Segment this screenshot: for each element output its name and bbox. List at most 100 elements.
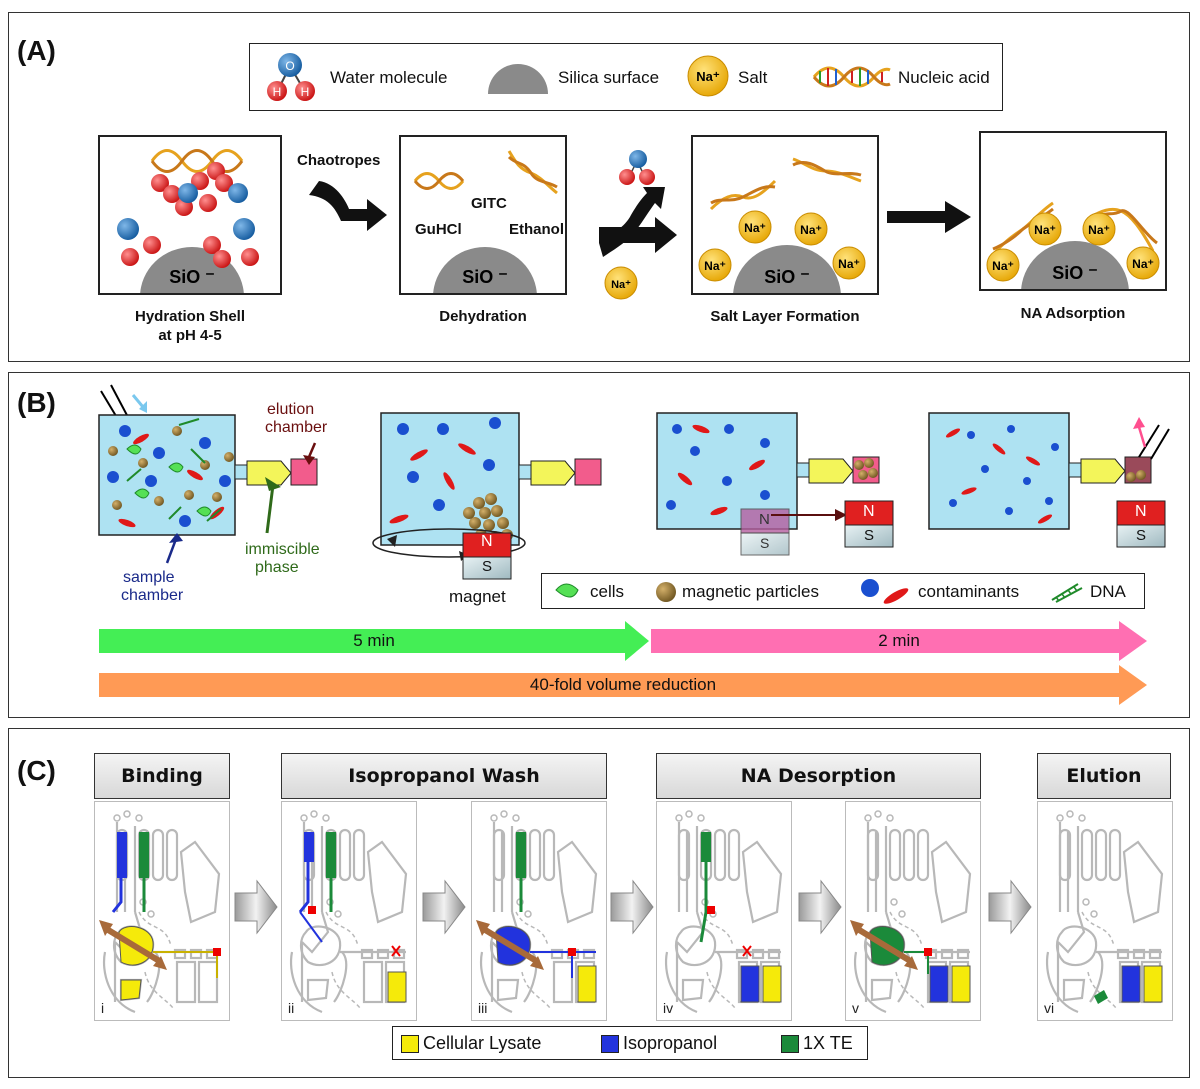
- legend-water-label: Water molecule: [330, 68, 448, 87]
- magnet-n-label-2: N: [481, 533, 493, 550]
- caption-hydration-2: at pH 4-5: [158, 327, 222, 344]
- chip-step-i: i: [94, 801, 230, 1021]
- svg-text:Na⁺: Na⁺: [704, 259, 726, 273]
- elution-chamber-label-2: chamber: [265, 419, 328, 436]
- svg-text:Na⁺: Na⁺: [744, 221, 766, 235]
- chip-i-svg: [99, 810, 221, 1014]
- caption-hydration-1: Hydration Shell: [134, 308, 246, 325]
- salt-layer-box: SiO ⁻ Na⁺ Na⁺ Na⁺ Na⁺: [691, 135, 879, 295]
- stage1-chamber: [98, 414, 318, 564]
- magnet-s-label-3: S: [760, 535, 770, 551]
- magnet-s-label-4: S: [1136, 527, 1147, 544]
- legend-silica-label: Silica surface: [558, 68, 660, 87]
- chip-step-iii: iii: [471, 801, 607, 1021]
- step-iii-label: iii: [478, 1000, 488, 1016]
- step-arrow-icon-4: [798, 879, 842, 935]
- water-release-arrow-icon: Na⁺: [599, 150, 677, 300]
- stage3-chamber: [656, 412, 894, 556]
- panel-a: (A) O H H Water molecule Silica surface …: [8, 12, 1190, 362]
- lysate-swatch-icon: [401, 1035, 419, 1053]
- header-na-desorption: NA Desorption: [656, 753, 981, 799]
- magnet-s-label-3b: S: [864, 527, 875, 544]
- adsorption-arrow-icon: [887, 201, 971, 233]
- sample-chamber-label-2: chamber: [121, 587, 184, 604]
- dehydration-scene: SiO ⁻: [413, 150, 558, 293]
- chip-ii-svg: [290, 810, 408, 1014]
- panel-c-legend: Cellular Lysate Isopropanol 1X TE: [392, 1026, 868, 1060]
- legend-te-label: 1X TE: [803, 1033, 853, 1053]
- sample-chamber-label-1: sample: [123, 569, 175, 586]
- te-swatch-icon: [781, 1035, 799, 1053]
- panel-a-label: (A): [17, 35, 56, 66]
- step-arrow-icon-3: [610, 879, 654, 935]
- magnet-s-label-2: S: [482, 558, 493, 575]
- legend-contaminants-label: contaminants: [918, 582, 1020, 601]
- svg-text:Na⁺: Na⁺: [1132, 257, 1154, 271]
- legend-salt-label: Salt: [738, 68, 768, 87]
- legend-cells-label: cells: [590, 582, 625, 601]
- step-iv-label: iv: [663, 1000, 674, 1016]
- step-i-label: i: [101, 1000, 105, 1016]
- dehydration-box: SiO ⁻ GITC GuHCl Ethanol: [399, 135, 567, 295]
- bar-2min-label: 2 min: [878, 631, 920, 650]
- magnet-label: magnet: [449, 587, 506, 606]
- chip-step-iv: iv: [656, 801, 792, 1021]
- panel-b: (B): [8, 372, 1190, 718]
- svg-text:Na⁺: Na⁺: [1034, 223, 1056, 237]
- stage2-chamber: [372, 412, 602, 580]
- salt-icon: Na⁺: [687, 55, 729, 97]
- header-binding: Binding: [94, 753, 230, 799]
- legend-lysate-label: Cellular Lysate: [423, 1033, 542, 1053]
- caption-dehydration: Dehydration: [439, 308, 527, 325]
- step-ii-label: ii: [288, 1000, 295, 1016]
- chip-v-svg: [850, 810, 972, 1014]
- nucleic-acid-icon: [812, 66, 891, 88]
- svg-text:Na⁺: Na⁺: [838, 257, 860, 271]
- salt-layer-scene: SiO ⁻ Na⁺ Na⁺ Na⁺ Na⁺: [698, 157, 866, 293]
- magnet-n-label-3b: N: [863, 503, 875, 520]
- adsorption-scene: SiO ⁻ Na⁺ Na⁺ Na⁺ Na⁺: [986, 201, 1160, 289]
- magnetic-extraction-diagram: [98, 384, 1170, 580]
- gitc-label: GITC: [471, 195, 507, 212]
- immiscible-phase-label-2: phase: [255, 559, 299, 576]
- cells-icon: [555, 583, 579, 598]
- header-elution: Elution: [1037, 753, 1171, 799]
- magnetic-particle-icon: [656, 582, 676, 602]
- panel-a-legend: O H H Water molecule Silica surface Na⁺ …: [249, 43, 1003, 111]
- step-arrow-icon-5: [988, 879, 1032, 935]
- chip-vi-svg: [1046, 810, 1164, 1014]
- magnet-n-label-3: N: [759, 511, 770, 528]
- svg-text:SiO ⁻: SiO ⁻: [764, 267, 810, 287]
- isopropanol-swatch-icon: [601, 1035, 619, 1053]
- legend-isopropanol-label: Isopropanol: [623, 1033, 718, 1053]
- pipette-icon: [100, 384, 147, 422]
- svg-text:Na⁺: Na⁺: [1088, 223, 1110, 237]
- magnet-n-label-4: N: [1135, 503, 1147, 520]
- chip-step-ii: ii: [281, 801, 417, 1021]
- header-isopropanol-wash: Isopropanol Wash: [281, 753, 607, 799]
- svg-text:O: O: [285, 59, 294, 73]
- legend-dna-label: DNA: [1090, 582, 1126, 601]
- legend-nucleic-label: Nucleic acid: [898, 68, 990, 87]
- svg-text:H: H: [273, 85, 282, 99]
- chaotropes-label: Chaotropes: [297, 152, 381, 169]
- ethanol-label: Ethanol: [509, 221, 564, 238]
- water-molecule-icon: O H H: [267, 53, 315, 101]
- dna-icon: [1051, 583, 1083, 603]
- silica-surface-icon: [488, 64, 548, 94]
- chip-iii-svg: [476, 810, 598, 1014]
- panel-c: (C) Binding Isopropanol Wash NA Desorpti…: [8, 728, 1190, 1078]
- chaotropes-arrow-icon: [309, 181, 387, 231]
- panel-b-legend: cells magnetic particles contaminants DN…: [541, 573, 1145, 609]
- svg-text:SiO ⁻: SiO ⁻: [462, 267, 508, 287]
- svg-text:SiO ⁻: SiO ⁻: [1052, 263, 1098, 283]
- step-arrow-icon-2: [422, 879, 466, 935]
- svg-text:Na⁺: Na⁺: [611, 279, 631, 291]
- timeline-bars: [99, 621, 1147, 705]
- svg-text:Na⁺: Na⁺: [992, 259, 1014, 273]
- svg-text:H: H: [301, 85, 310, 99]
- immiscible-phase-label-1: immiscible: [245, 541, 320, 558]
- step-v-label: v: [852, 1000, 859, 1016]
- legend-particles-label: magnetic particles: [682, 582, 820, 601]
- svg-text:Na⁺: Na⁺: [800, 223, 822, 237]
